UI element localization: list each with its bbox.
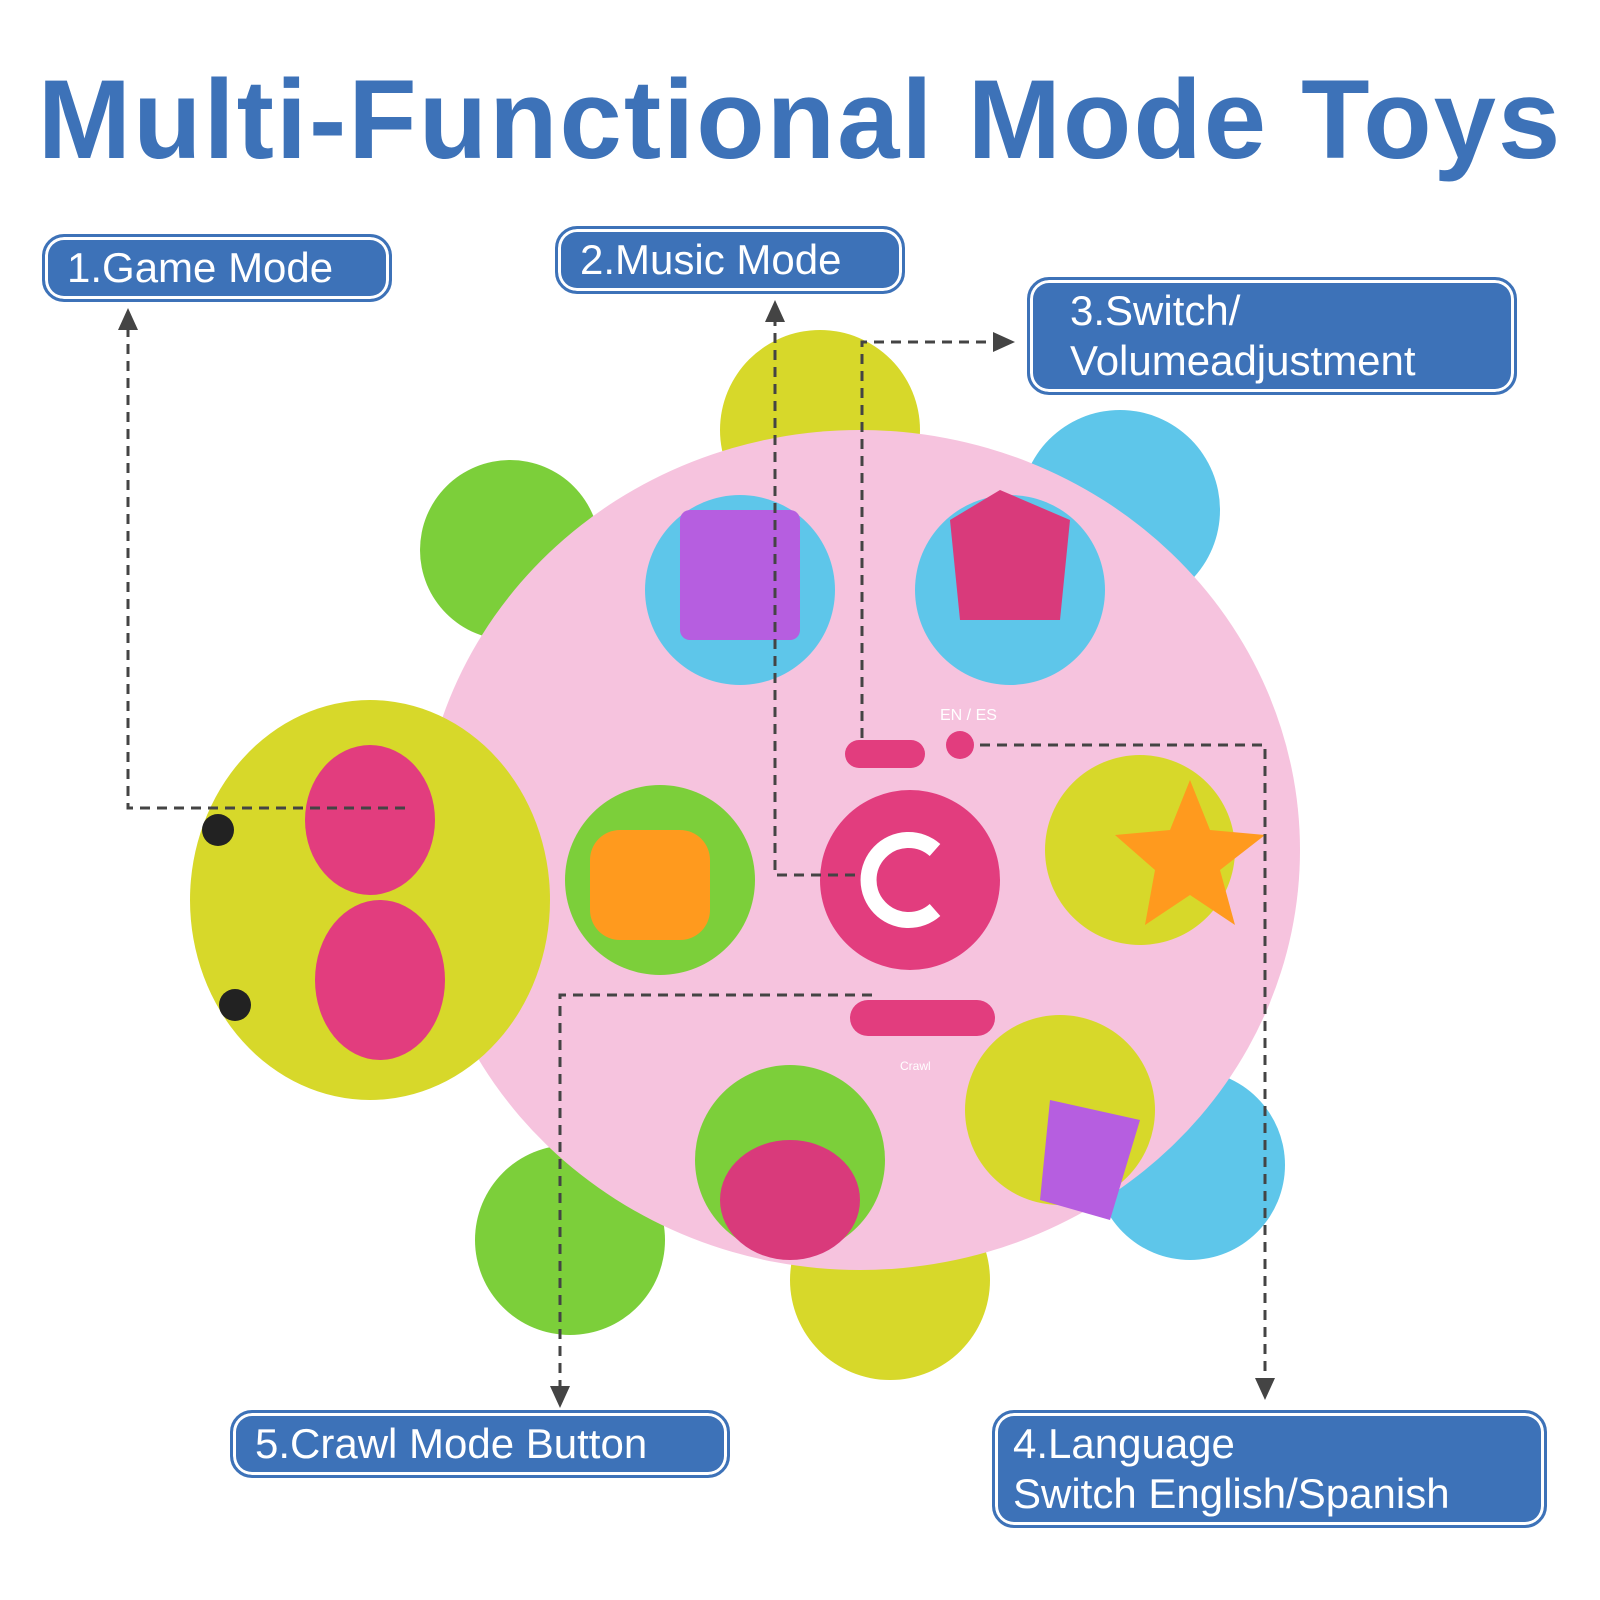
language-switch-label: 4.Language Switch English/Spanish xyxy=(992,1410,1547,1528)
language-marking: EN / ES xyxy=(940,707,997,724)
callout-lines xyxy=(126,318,1267,1390)
game-mode-text: 1.Game Mode xyxy=(67,244,334,291)
music-mode-label: 2.Music Mode xyxy=(555,226,905,294)
crawl-mode-text: 5.Crawl Mode Button xyxy=(255,1420,648,1467)
arrow-heads xyxy=(118,300,1275,1408)
shape-stations xyxy=(565,490,1265,1260)
page-title: Multi-Functional Mode Toys xyxy=(37,57,1563,182)
crawl-mode-label: 5.Crawl Mode Button xyxy=(230,1410,730,1478)
language-switch-text-2: Switch English/Spanish xyxy=(1013,1470,1450,1517)
music-mode-text: 2.Music Mode xyxy=(580,236,842,283)
crawl-marking: Crawl xyxy=(900,1059,931,1073)
language-switch-text-1: 4.Language xyxy=(1013,1420,1235,1467)
switch-volume-text-1: 3.Switch/ xyxy=(1070,287,1241,334)
switch-volume-label: 3.Switch/ Volumeadjustment xyxy=(1027,277,1517,395)
toy-head xyxy=(190,700,550,1100)
game-mode-label: 1.Game Mode xyxy=(42,234,392,302)
switch-volume-text-2: Volumeadjustment xyxy=(1070,337,1416,384)
